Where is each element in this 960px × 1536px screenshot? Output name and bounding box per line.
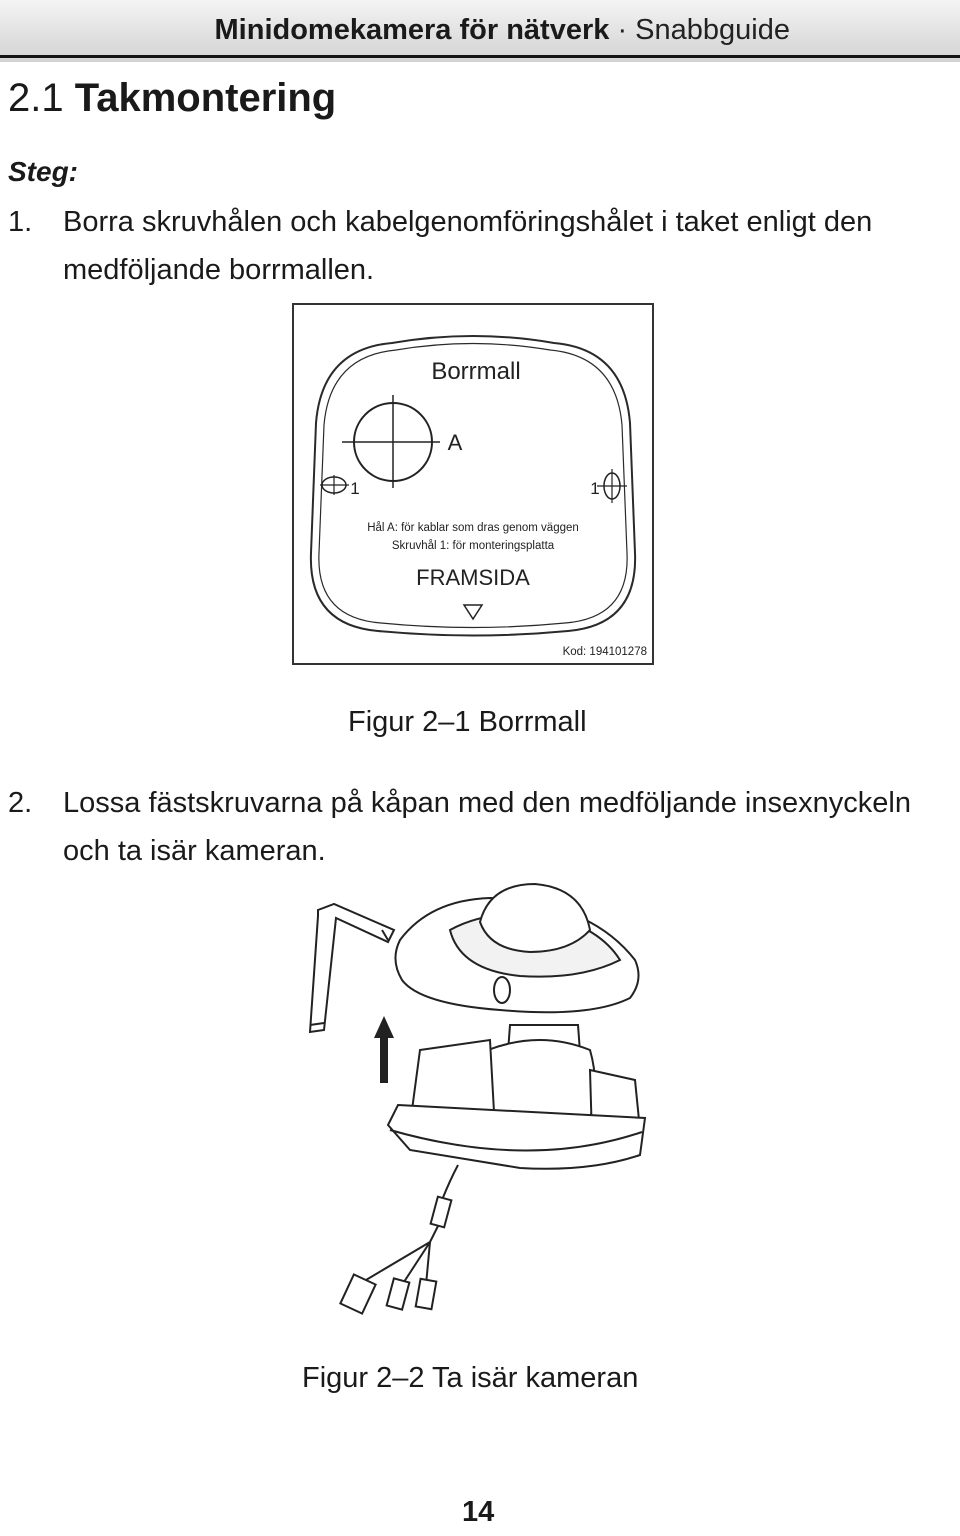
lift-arrow-icon — [374, 1016, 394, 1083]
step-2-text: Lossa fästskruvarna på kåpan med den med… — [63, 787, 911, 867]
hex-key-icon — [308, 902, 396, 1034]
section-heading: Takmontering — [74, 76, 337, 120]
step-1: 1. Borra skruvhålen och kabelgenomföring… — [8, 198, 948, 294]
header-guide: Snabbguide — [635, 14, 790, 46]
figure-1-caption: Figur 2–1 Borrmall — [348, 706, 587, 738]
header-divider — [0, 55, 960, 58]
section-number: 2.1 — [8, 76, 64, 120]
screw-hole-left-icon — [320, 475, 349, 495]
camera-disassembly-figure — [308, 882, 647, 1315]
header-separator: · — [617, 14, 628, 46]
cable-connectors-icon — [339, 1164, 459, 1315]
step-2-number: 2. — [8, 787, 33, 819]
camera-base-icon — [386, 1024, 647, 1170]
template-outline-inner — [318, 342, 628, 629]
front-arrow-icon — [462, 604, 484, 621]
screw-hole-left-label: 1 — [350, 479, 359, 498]
header-title: Minidomekamera för nätverk · Snabbguide — [215, 14, 790, 47]
template-outline — [309, 335, 637, 637]
screw-hole-right-label: 1 — [590, 479, 599, 498]
step-1-number: 1. — [8, 206, 33, 238]
page-header — [0, 0, 960, 62]
template-front-label: FRAMSIDA — [416, 565, 530, 590]
template-code: Kod: 194101278 — [563, 646, 647, 658]
step-1-text: Borra skruvhålen och kabelgenomföringshå… — [63, 206, 873, 286]
header-product: Minidomekamera för nätverk — [214, 14, 610, 46]
dome-cover-icon — [394, 882, 640, 1014]
template-title: Borrmall — [431, 358, 520, 385]
drill-template-figure: Borrmall A 1 1 Hål A: för kablar som dra… — [292, 303, 654, 665]
page-number: 14 — [462, 1496, 495, 1528]
screw-hole-right-icon — [597, 469, 627, 503]
template-note-a: Hål A: för kablar som dras genom väggen — [367, 522, 579, 534]
template-note-1: Skruvhål 1: för monteringsplatta — [392, 540, 555, 552]
step-2: 2. Lossa fästskruvarna på kåpan med den … — [8, 779, 948, 875]
hole-a-label: A — [448, 430, 463, 455]
hole-a-icon — [342, 395, 440, 488]
figure-2-caption: Figur 2–2 Ta isär kameran — [302, 1362, 639, 1394]
steps-label: Steg: — [8, 156, 78, 187]
section-title: 2.1 Takmontering — [8, 76, 336, 121]
